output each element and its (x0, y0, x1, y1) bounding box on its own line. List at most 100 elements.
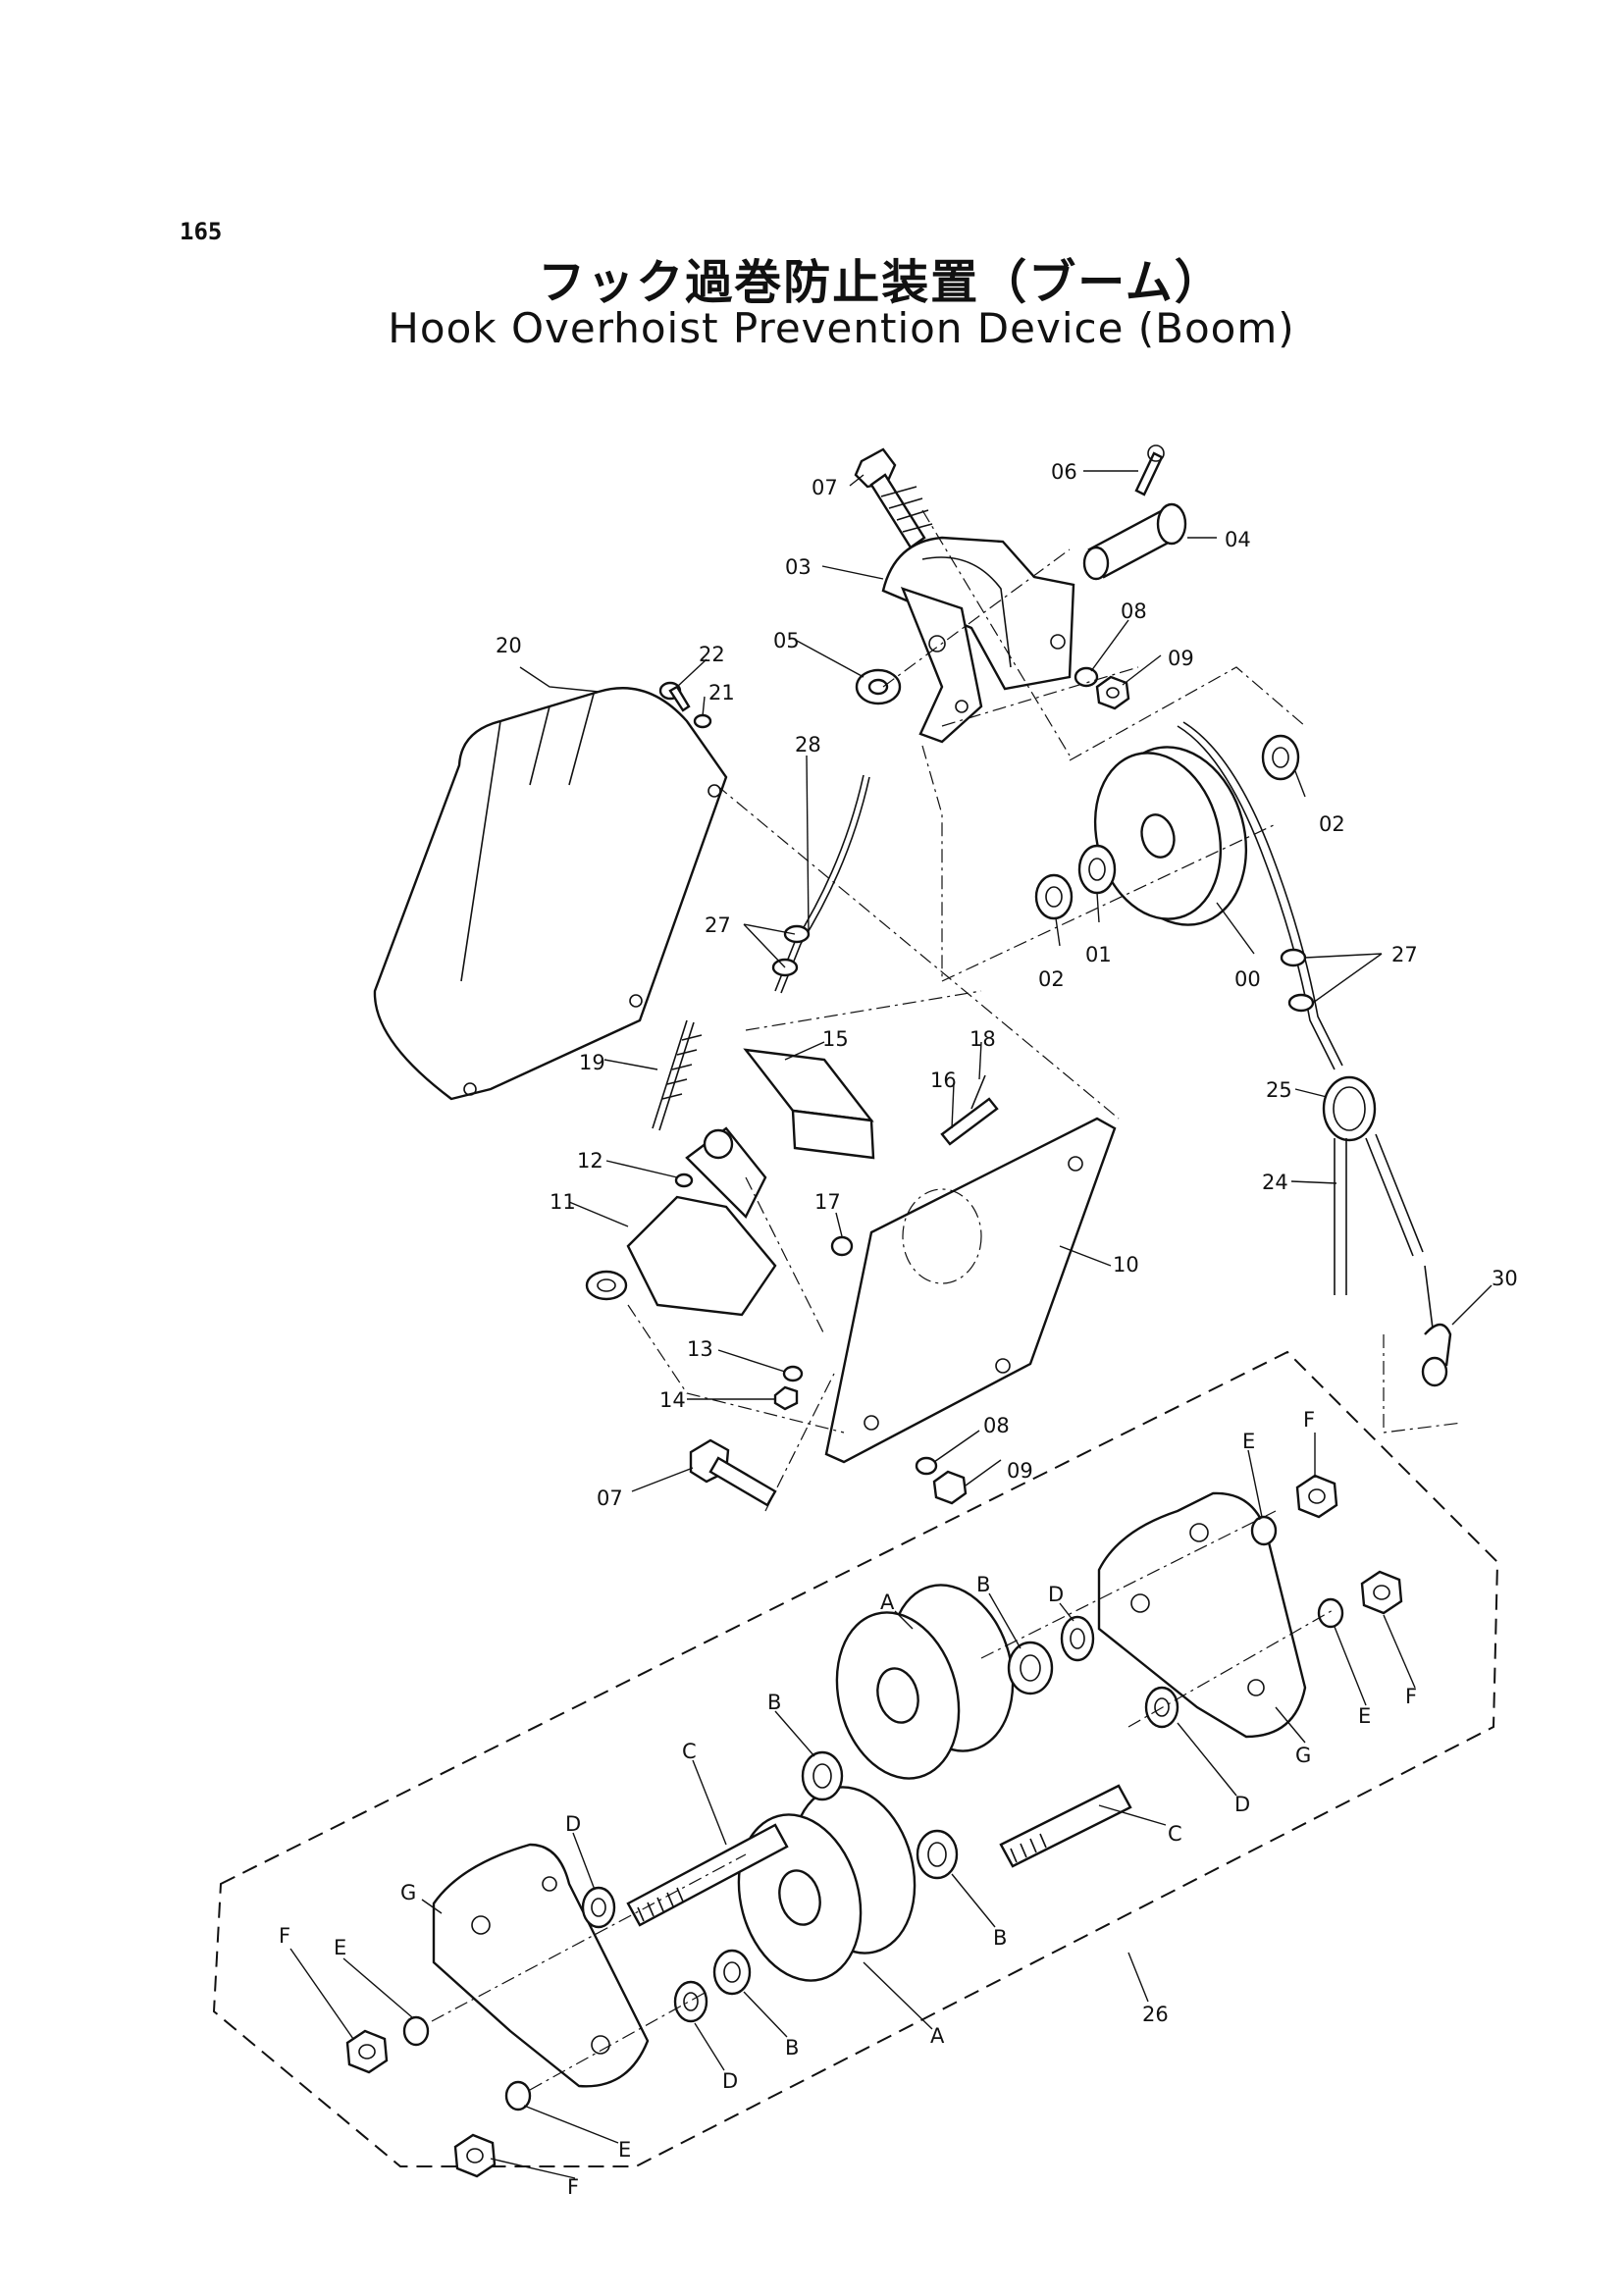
label-03: 03 (785, 555, 812, 579)
nut-09-top (1095, 675, 1130, 710)
label-e-4: E (618, 2138, 631, 2162)
spring-19 (652, 1019, 703, 1131)
label-a-upper: A (880, 1590, 895, 1614)
label-b-3: B (993, 1926, 1007, 1950)
label-08-bottom: 08 (983, 1414, 1010, 1437)
bushing-01 (1077, 844, 1117, 895)
wire-clips-27-right (1280, 948, 1315, 1013)
label-07-top: 07 (812, 476, 838, 499)
washer-02-right (1261, 734, 1300, 781)
assembly-26-boundary (212, 1350, 1499, 2167)
bushing-b-1 (1007, 1641, 1054, 1695)
bolt-07-top (854, 447, 933, 549)
label-10: 10 (1113, 1253, 1139, 1277)
label-21: 21 (708, 681, 735, 704)
label-f-2: F (1405, 1685, 1417, 1708)
chain-24 (1334, 1133, 1436, 1345)
cotter-pin-06 (1134, 444, 1165, 496)
label-05: 05 (773, 629, 800, 652)
label-12: 12 (577, 1149, 603, 1173)
bolt-07-bottom (689, 1438, 777, 1507)
label-00: 00 (1234, 967, 1261, 991)
label-26: 26 (1142, 2003, 1169, 2026)
block-15 (743, 1048, 875, 1160)
label-25: 25 (1266, 1078, 1292, 1102)
label-b-1: B (976, 1573, 990, 1596)
part-labels: 07 06 04 03 05 08 09 20 22 21 28 02 02 0… (279, 460, 1518, 2199)
bushing-b-3 (916, 1829, 959, 1880)
label-e-1: E (1242, 1430, 1255, 1453)
lock-washer-e-2 (1317, 1597, 1344, 1629)
lock-washer-e-3 (402, 2015, 430, 2047)
label-27-right: 27 (1391, 943, 1418, 966)
bushing-b-4 (712, 1949, 752, 1996)
label-g-left: G (400, 1881, 416, 1904)
label-24: 24 (1262, 1171, 1288, 1194)
nut-14 (773, 1385, 799, 1411)
washer-02-left (1034, 873, 1074, 920)
label-17: 17 (814, 1190, 841, 1214)
ring-25 (1322, 1075, 1377, 1142)
label-g-right: G (1295, 1744, 1311, 1767)
center-lines (627, 509, 1463, 1512)
pin-16 (940, 1097, 999, 1146)
label-15: 15 (822, 1027, 849, 1051)
label-d-2: D (1234, 1793, 1250, 1816)
label-c-lower: C (682, 1740, 697, 1763)
label-e-3: E (334, 1936, 346, 1959)
pin-04 (1082, 502, 1187, 581)
shackle-30 (1421, 1323, 1452, 1387)
label-13: 13 (687, 1337, 713, 1361)
label-14: 14 (659, 1388, 686, 1412)
wire-rope-right (1177, 721, 1343, 1070)
page-title-english: Hook Overhoist Prevention Device (Boom) (388, 304, 1295, 352)
lock-washer-13 (782, 1365, 804, 1382)
label-d-4: D (722, 2069, 738, 2093)
bushing-b-2 (801, 1750, 844, 1801)
side-plate-g-left (432, 1843, 650, 2088)
label-08-top: 08 (1121, 600, 1147, 623)
label-04: 04 (1225, 528, 1251, 551)
label-07-bottom: 07 (597, 1486, 623, 1510)
assembly-axis-lines (431, 1510, 1336, 2091)
label-02-right: 02 (1319, 812, 1345, 836)
nut-f-3 (345, 2029, 389, 2074)
lock-washer-e-4 (504, 2080, 532, 2112)
cover-20 (373, 687, 728, 1101)
label-16: 16 (930, 1069, 957, 1092)
label-d-1: D (1048, 1583, 1064, 1606)
nut-f-1 (1295, 1474, 1338, 1519)
label-d-3: D (565, 1812, 581, 1836)
label-09-bottom: 09 (1007, 1459, 1033, 1483)
label-19: 19 (579, 1051, 605, 1074)
label-c-upper: C (1168, 1822, 1182, 1846)
label-30: 30 (1492, 1267, 1518, 1290)
washer-d-1 (1060, 1615, 1095, 1662)
label-09-top: 09 (1168, 647, 1194, 670)
label-f-1: F (1303, 1408, 1315, 1432)
screw-12 (674, 1173, 694, 1188)
label-06: 06 (1051, 460, 1077, 484)
limit-switch-11 (585, 1126, 777, 1317)
label-28: 28 (795, 733, 821, 756)
plate-10 (824, 1117, 1117, 1464)
washer-05 (855, 668, 902, 705)
label-22: 22 (699, 643, 725, 666)
label-e-2: E (1358, 1704, 1371, 1728)
page-title-japanese: フック過巻防止装置（ブーム） (538, 255, 1224, 310)
sheave-a-lower (737, 1786, 917, 1982)
washer-17 (830, 1235, 854, 1257)
label-b-4: B (785, 2036, 799, 2059)
leader-lines (289, 470, 1493, 2179)
lock-washer-08-top (1074, 666, 1099, 688)
nut-f-4 (453, 2133, 497, 2178)
label-27-left: 27 (705, 913, 731, 937)
sheave-a-upper (835, 1584, 1015, 1780)
label-20: 20 (496, 634, 522, 657)
washer-d-3 (581, 1886, 616, 1929)
label-02-left: 02 (1038, 967, 1065, 991)
shaft-c-upper (999, 1784, 1132, 1868)
label-a-lower: A (930, 2024, 945, 2048)
label-b-2: B (767, 1691, 781, 1714)
page-number: 165 (180, 218, 223, 245)
